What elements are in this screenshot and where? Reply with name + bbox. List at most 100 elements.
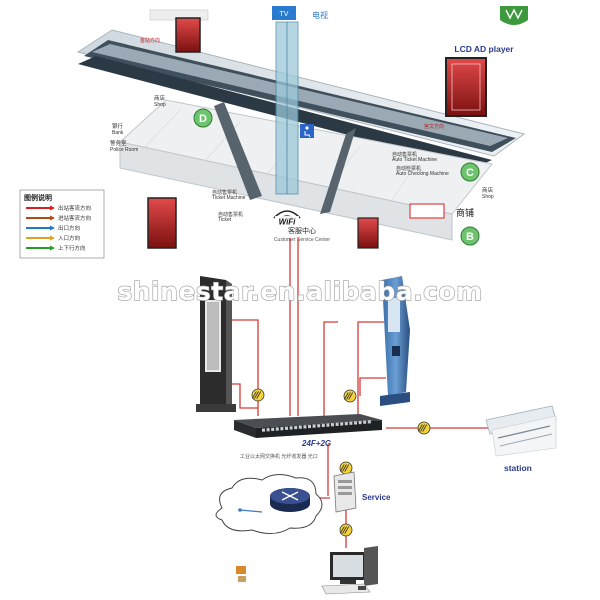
switch-port: [321, 423, 325, 428]
switch-port: [271, 427, 275, 431]
tv-icon: [272, 6, 296, 20]
right-label-shop-cn: 商店: [482, 186, 494, 194]
switch-port: [349, 421, 353, 425]
connection-nodes: [251, 388, 431, 537]
connection-node: [339, 523, 353, 537]
tv-label: 电视: [312, 10, 328, 20]
internet-cloud: [215, 474, 323, 534]
watermark-text: shinestar.en.alibaba.com: [117, 277, 482, 306]
center-label-2-en: Ticket: [218, 217, 232, 223]
station-label: station: [504, 463, 532, 473]
small-figure-icon: [236, 566, 246, 582]
switch-port: [340, 422, 344, 426]
station-layout: TV 电视 LCD AD player 首站方向 宫文方向 商店 Shop 银行…: [76, 6, 528, 249]
svg-text:D: D: [199, 113, 207, 125]
marker-b: B: [460, 226, 480, 246]
escalator-right: [320, 128, 356, 214]
server: Service: [333, 471, 391, 513]
kiosk-left: [196, 276, 236, 412]
connection-node: [339, 461, 353, 475]
direction-label-2: 宫文方向: [424, 123, 444, 130]
service-center-cn: 客服中心: [288, 226, 316, 235]
right-label-1-cn: 自动售票机: [392, 151, 417, 158]
legend-arrow-icon: [50, 205, 55, 211]
connection-node: [417, 421, 431, 435]
center-label-1-cn: 自动售票机: [212, 189, 237, 196]
left-label-shop-cn: 商店: [154, 94, 166, 102]
switch-port: [308, 424, 311, 429]
marker-c: C: [460, 162, 480, 182]
svg-text:B: B: [466, 231, 474, 243]
switch-port: [266, 428, 270, 432]
connection-node: [251, 388, 265, 402]
legend-arrow-icon: [50, 215, 55, 221]
direction-label-1: 首站方向: [140, 37, 160, 44]
switch-port: [285, 426, 288, 430]
switch-port: [294, 425, 298, 430]
switch-port: [358, 420, 362, 425]
left-label-bank-cn: 银行: [112, 122, 124, 130]
legend-item-label: 上下行方向: [58, 244, 86, 252]
escalator-left: [214, 102, 262, 200]
right-label-2-en: Auto Checking Machine: [396, 171, 449, 177]
switch-port: [298, 425, 302, 429]
right-label-shop-en: Shop: [482, 194, 494, 200]
switch-port: [363, 420, 367, 424]
left-label-police-cn: 警务室: [110, 139, 127, 147]
network-lines: [220, 238, 500, 548]
upper-track-glass: [92, 44, 508, 146]
lcd-player-right: [445, 57, 487, 117]
service-label: Service: [362, 493, 391, 502]
computer: [321, 546, 378, 595]
switch-port: [326, 423, 330, 427]
left-label-shop-en: Shop: [154, 102, 166, 108]
switch-label: 24F+2G: [301, 439, 331, 448]
shop-label: 商铺: [456, 207, 474, 218]
legend-title: 图例说明: [24, 193, 52, 202]
switch-port: [289, 426, 293, 430]
right-label-1-en: Auto Ticket Machine: [392, 157, 437, 163]
shop-area: [409, 203, 445, 219]
kiosk-right: [380, 276, 410, 406]
station-thumbnail: station: [485, 405, 557, 473]
svg-text:C: C: [466, 167, 474, 179]
marker-d: D: [193, 108, 213, 128]
switch-port: [312, 424, 316, 428]
legend-item-label: 进站客流方向: [58, 214, 91, 222]
ethernet-switch: 24F+2G 工业以太网交换机 光纤收发器 光口: [234, 414, 382, 460]
accessibility-icon: [300, 124, 314, 138]
switch-port: [317, 424, 321, 428]
center-label-1-en: Ticket Machine: [212, 195, 246, 201]
lcd-player-top: [175, 17, 201, 53]
lcd-title: LCD AD player: [454, 44, 514, 54]
legend-arrow-icon: [50, 225, 55, 231]
switch-port: [344, 422, 348, 426]
switch-port: [335, 422, 339, 426]
connection-node: [343, 389, 357, 403]
center-label-2-cn: 自动售票机: [218, 211, 243, 218]
switch-port: [262, 428, 265, 432]
wifi-icon: WiFi: [273, 210, 301, 227]
switch-sublabel: 工业以太网交换机 光纤收发器 光口: [240, 453, 318, 460]
lcd-player-center: [357, 217, 379, 249]
switch-port: [354, 421, 357, 425]
switch-port: [331, 423, 334, 427]
left-label-bank-en: Bank: [112, 130, 124, 136]
switch-port: [275, 427, 279, 431]
legend-arrow-icon: [50, 235, 55, 241]
legend-item-label: 出站客流方向: [58, 204, 91, 212]
switch-port: [280, 427, 284, 431]
switch-port: [303, 425, 307, 429]
lcd-player-left: [147, 197, 177, 249]
right-label-2-cn: 自动检票机: [396, 165, 421, 172]
brand-logo: [500, 6, 528, 25]
legend-item-label: 入口方向: [58, 234, 80, 242]
tv-small-label: TV: [280, 11, 289, 18]
service-center-en: Customer Service Center: [274, 237, 330, 243]
switch-port: [367, 420, 371, 424]
legend-arrow-icon: [50, 245, 55, 251]
legend-item-label: 出口方向: [58, 224, 80, 232]
svg-text:WiFi: WiFi: [279, 218, 297, 227]
